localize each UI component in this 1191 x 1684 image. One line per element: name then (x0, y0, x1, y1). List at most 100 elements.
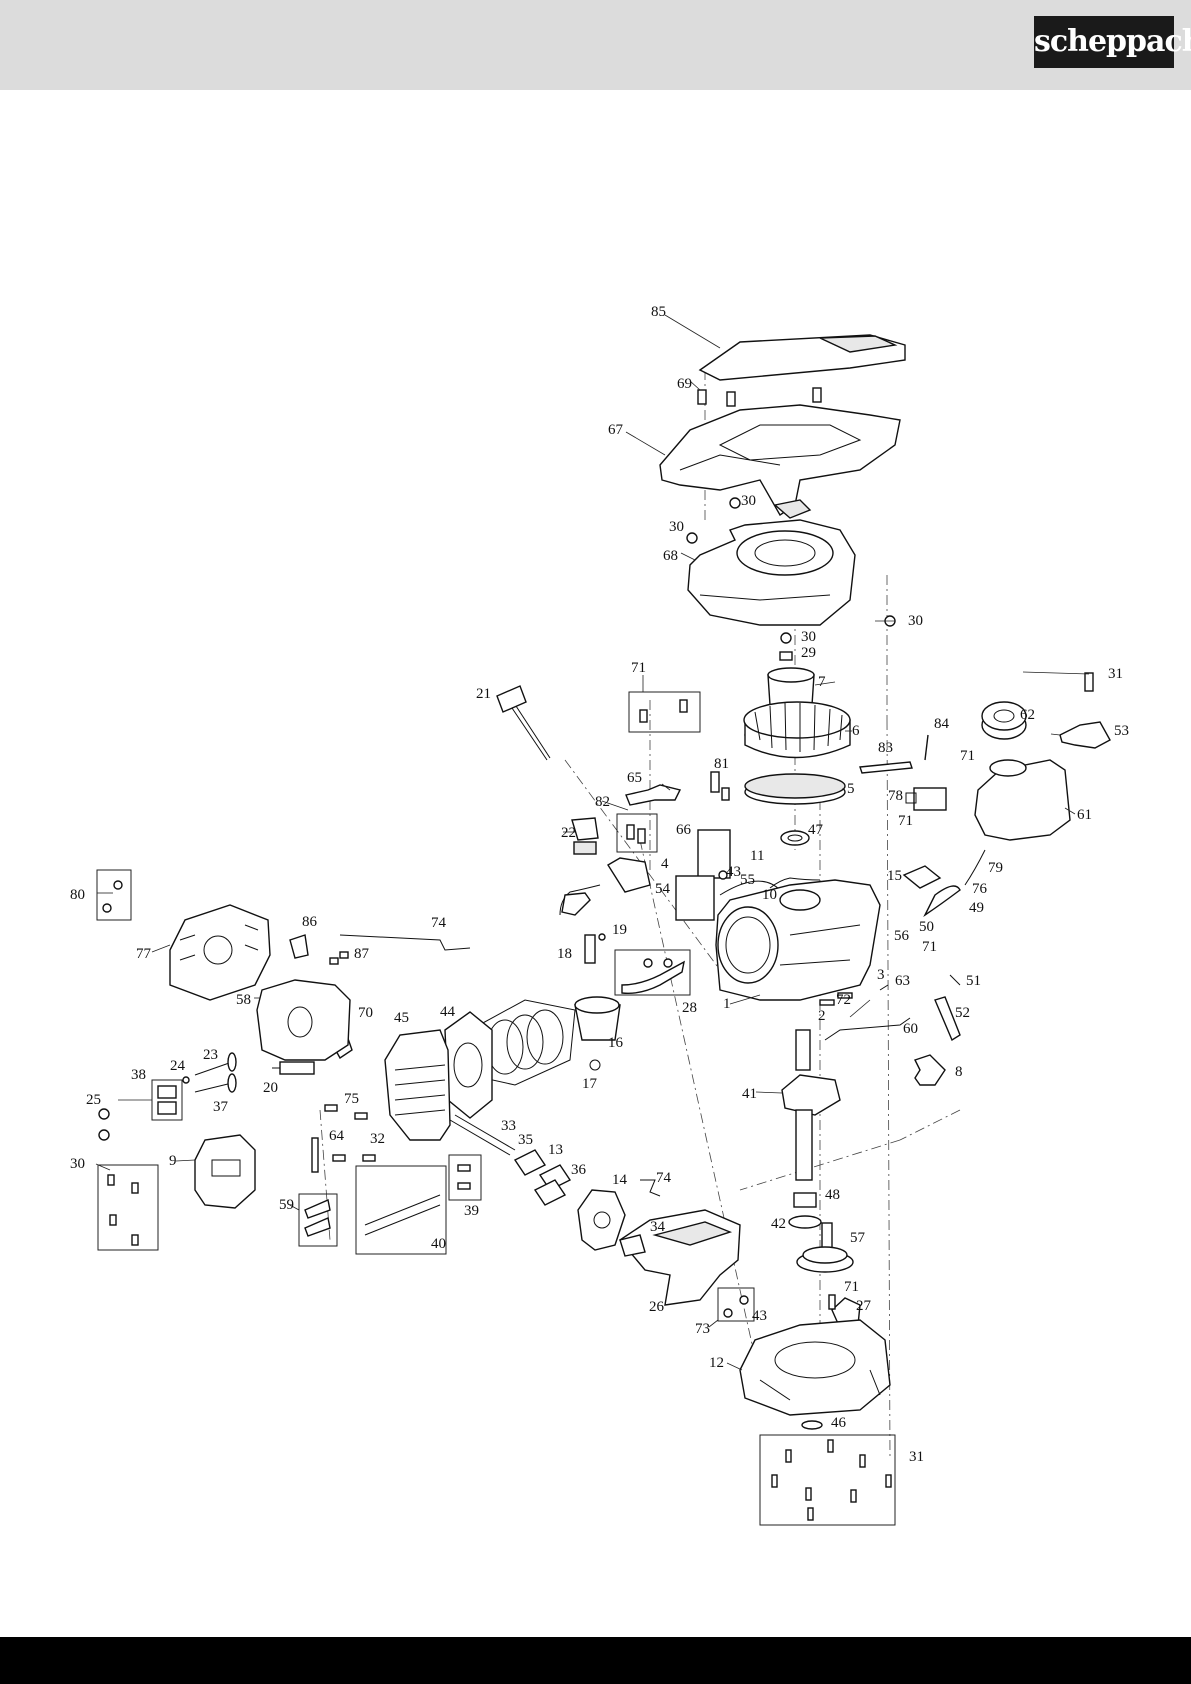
callout-71-d: 71 (922, 939, 937, 955)
callout-57: 57 (850, 1230, 866, 1246)
callout-82: 82 (595, 794, 610, 810)
callout-71-b: 71 (960, 748, 975, 764)
part-61-fuel-tank (975, 760, 1070, 840)
callout-26: 26 (649, 1299, 665, 1315)
callout-14: 14 (612, 1172, 628, 1188)
callout-12: 12 (709, 1355, 724, 1371)
callout-75: 75 (344, 1091, 359, 1107)
part-30-bolt-group (98, 1165, 158, 1250)
callout-31-b: 31 (909, 1449, 924, 1465)
part-85-top-cover (700, 335, 905, 380)
callout-52: 52 (955, 1005, 970, 1021)
part-26-34-air-filter (620, 1210, 740, 1305)
part-86-87-clip-screws (290, 935, 348, 964)
part-2-3-60-63-72-governor-linkage (820, 985, 910, 1040)
part-69-screws (698, 388, 821, 406)
callout-53: 53 (1114, 723, 1129, 739)
callout-24: 24 (170, 1058, 186, 1074)
callout-55: 55 (740, 872, 755, 888)
callout-72: 72 (836, 992, 851, 1008)
callout-67: 67 (608, 422, 624, 438)
callout-58: 58 (236, 992, 251, 1008)
callout-77: 77 (136, 946, 152, 962)
part-8-breather-elbow (915, 1055, 945, 1085)
callout-78: 78 (888, 788, 903, 804)
part-6-flywheel (744, 702, 850, 758)
part-31-bolt-group (760, 1435, 895, 1525)
part-39-bolt-group (449, 1155, 481, 1200)
callout-30-a: 30 (741, 493, 756, 509)
callout-30-b: 30 (669, 519, 684, 535)
callout-56: 56 (894, 928, 910, 944)
callout-23: 23 (203, 1047, 218, 1063)
part-46-oil-seal (802, 1421, 822, 1429)
callout-39: 39 (464, 1203, 479, 1219)
callout-41: 41 (742, 1086, 757, 1102)
callout-10: 10 (762, 887, 777, 903)
callout-86: 86 (302, 914, 318, 930)
callout-30-e: 30 (70, 1156, 85, 1172)
callout-36: 36 (571, 1162, 587, 1178)
callout-3: 3 (877, 967, 885, 983)
part-9-rocker-cover (195, 1135, 255, 1208)
part-38-valve-springs (152, 1080, 182, 1120)
callout-17: 17 (582, 1076, 598, 1092)
callout-8: 8 (955, 1064, 963, 1080)
part-21-dipstick (497, 686, 550, 760)
callout-47: 47 (808, 822, 824, 838)
part-59-rocker-arms (299, 1194, 337, 1246)
callout-51: 51 (966, 973, 981, 989)
callout-69: 69 (677, 376, 692, 392)
callout-5: 5 (847, 781, 855, 797)
callout-22: 22 (561, 825, 576, 841)
callout-4: 4 (661, 856, 669, 872)
callout-15: 15 (887, 868, 902, 884)
part-44-head-gasket (445, 1012, 492, 1118)
part-17-clip (590, 1060, 600, 1070)
callout-61: 61 (1077, 807, 1092, 823)
part-5-ring-gear (745, 774, 845, 804)
callout-2: 2 (818, 1008, 826, 1024)
callout-30-c: 30 (801, 629, 816, 645)
callout-40: 40 (431, 1236, 446, 1252)
part-48-42-gear-washer (789, 1193, 821, 1228)
callout-71-e: 71 (844, 1279, 859, 1295)
part-68-recoil-starter (688, 500, 855, 625)
callout-73: 73 (695, 1321, 710, 1337)
part-47-seal (781, 831, 809, 845)
callout-18: 18 (557, 946, 572, 962)
callout-20: 20 (263, 1080, 278, 1096)
callout-27: 27 (856, 1298, 872, 1314)
callout-62: 62 (1020, 707, 1035, 723)
callout-83: 83 (878, 740, 893, 756)
callout-59: 59 (279, 1197, 294, 1213)
part-53-throttle-bracket (1060, 722, 1110, 748)
part-82-bolt-group (617, 814, 657, 852)
part-84-pin (925, 735, 928, 760)
callout-25: 25 (86, 1092, 101, 1108)
callout-7: 7 (818, 674, 826, 690)
callout-1: 1 (723, 996, 731, 1012)
part-31-bolt (1085, 673, 1093, 691)
callout-74-b: 74 (656, 1170, 672, 1186)
callout-11: 11 (750, 848, 764, 864)
callout-54: 54 (655, 881, 671, 897)
part-12-crankcase-cover (740, 1320, 890, 1415)
callout-labels: 85 69 67 30 30 68 30 30 29 7 6 5 47 71 2… (70, 304, 1129, 1465)
callout-66: 66 (676, 822, 692, 838)
callout-76: 76 (972, 881, 988, 897)
callout-43-b: 43 (752, 1308, 767, 1324)
part-65-bracket (626, 785, 680, 805)
part-15-plate (904, 866, 940, 888)
part-18-19-piston-pin (585, 934, 605, 963)
callout-80: 80 (70, 887, 85, 903)
callout-42: 42 (771, 1216, 786, 1232)
callout-71-c: 71 (898, 813, 913, 829)
callout-87: 87 (354, 946, 370, 962)
part-20-spark-plug (272, 1062, 314, 1074)
part-80-bolt-group (97, 870, 131, 920)
part-78-switch (906, 788, 946, 810)
part-81-bolt (711, 772, 729, 800)
callout-16: 16 (608, 1035, 624, 1051)
